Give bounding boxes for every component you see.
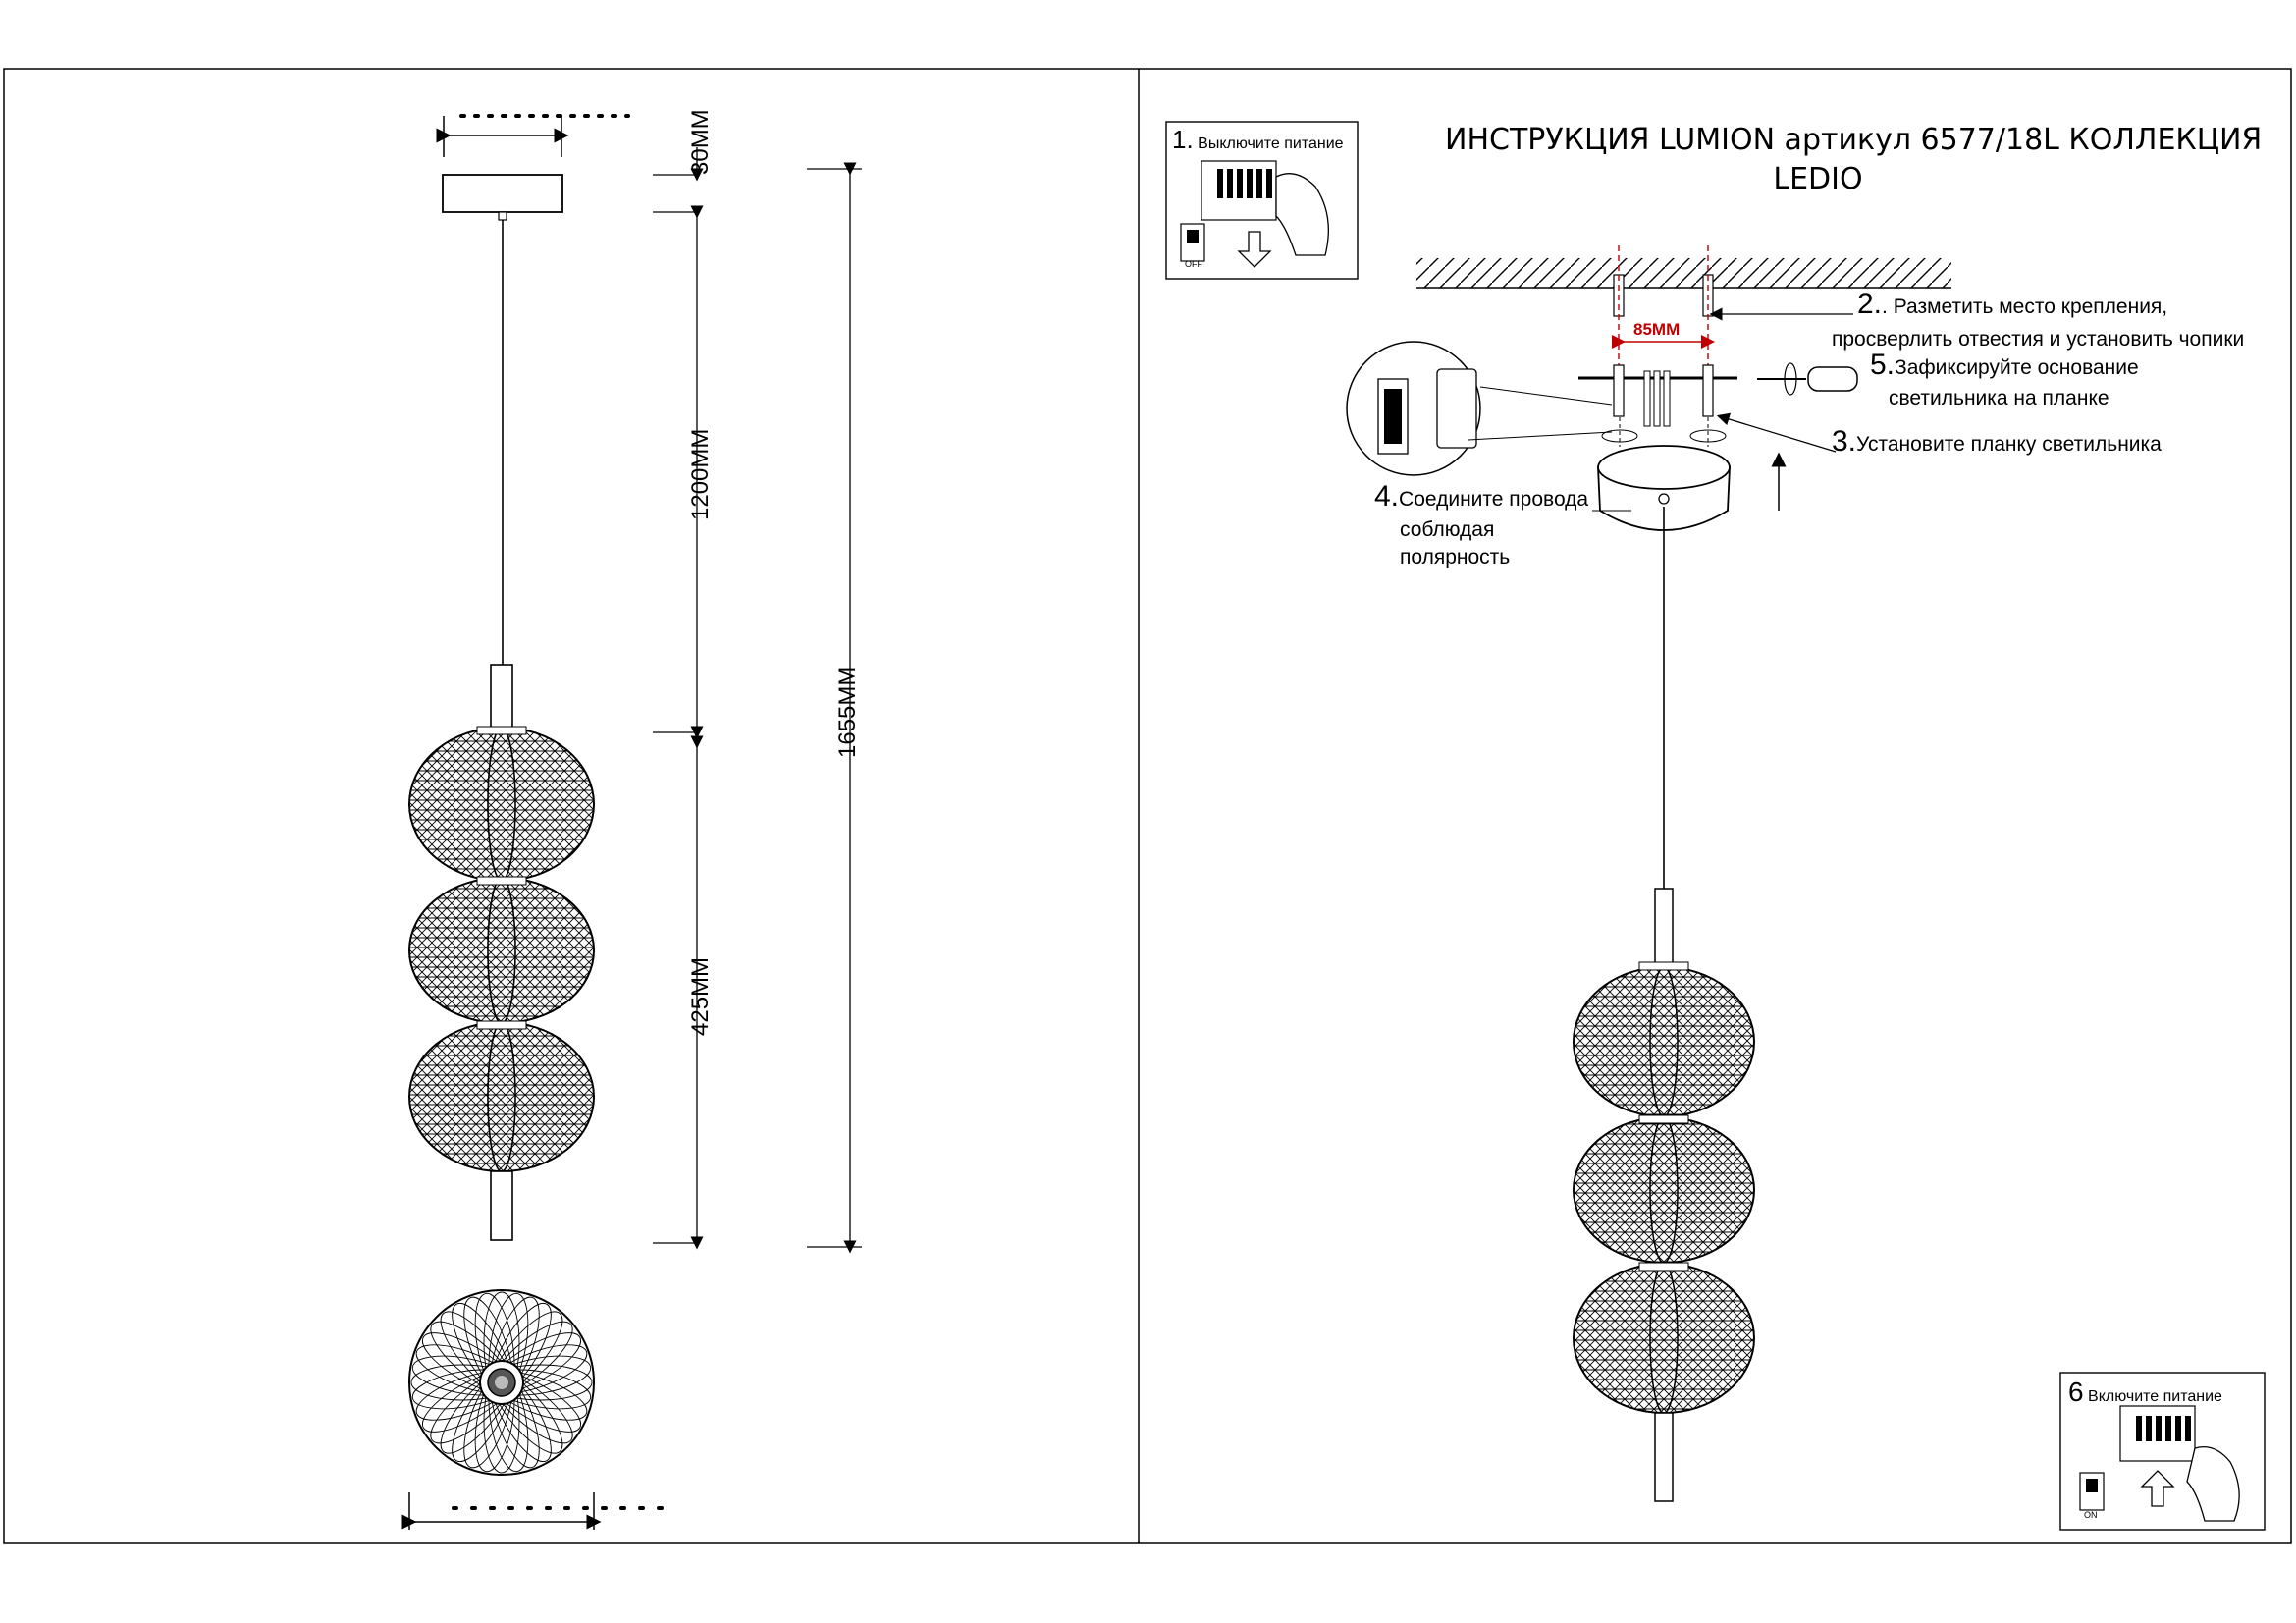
step6-switch-state: ON [2084, 1510, 2098, 1520]
step3-label: 3.Установите планку светильника [1832, 425, 2162, 459]
step3-number: 3. [1832, 425, 1857, 458]
canopy [442, 174, 563, 213]
mounting-bar [1578, 364, 1737, 447]
step1-text: Выключите питание [1198, 135, 1344, 152]
step5-number: 5. [1870, 349, 1896, 381]
step4-text-line3: полярность [1400, 546, 1511, 568]
step5-text-line1: Зафиксируйте основание [1895, 356, 2139, 379]
bottom-rod [490, 1170, 513, 1241]
step6-box [2059, 1372, 2266, 1531]
right-sphere-1 [1573, 961, 1755, 1117]
step4-text-line2: соблюдая [1400, 518, 1495, 541]
step1-number: 1. [1172, 125, 1194, 154]
top-rod [490, 664, 513, 730]
dimension-body-height: 425MM [687, 956, 714, 1036]
step2-text-line1: . Разметить место крепления, [1882, 296, 2168, 318]
step5-label: 5.Зафиксируйте основание [1870, 349, 2139, 382]
dimension-cable-length: 1200MM [687, 428, 714, 520]
step2-text-line2: просверлить отвестия и установить чопики [1832, 328, 2245, 351]
step6-label: 6 Включите питание [2068, 1377, 2222, 1408]
canopy-width-marker [436, 114, 630, 157]
step1-box [1165, 121, 1359, 280]
sphere-2 [408, 876, 595, 1024]
sphere-3 [408, 1020, 595, 1172]
document-title-line2: LEDIO [1773, 162, 1863, 196]
dimension-mount-spacing: 85MM [1633, 320, 1681, 339]
installation-drawing [1165, 121, 2266, 1531]
step3-text: Установите планку светильника [1856, 433, 2162, 456]
bottom-view [408, 1289, 595, 1476]
step2-label: 2.. Разметить место крепления, [1857, 288, 2168, 321]
step5-text-line2: светильника на планке [1889, 387, 2109, 409]
step6-text: Включите питание [2088, 1388, 2222, 1405]
sphere-1 [408, 726, 595, 882]
step4-number: 4. [1374, 480, 1400, 513]
step2-number: 2. [1857, 288, 1883, 320]
step1-label: 1. Выключите питание [1172, 125, 1344, 155]
bottom-width-marker [401, 1492, 669, 1530]
dimension-drawing [401, 114, 862, 1530]
dimension-total-height: 1655MM [834, 666, 861, 758]
document-title-line1: ИНСТРУКЦИЯ LUMION артикул 6577/18L КОЛЛЕ… [1445, 123, 2263, 157]
dowels [1612, 245, 1715, 383]
right-sphere-3 [1573, 1262, 1755, 1414]
dimension-lines [653, 147, 862, 1254]
screwdriver [1757, 362, 1858, 396]
step6-number: 6 [2068, 1377, 2084, 1407]
page-frame [3, 68, 2292, 1544]
ceiling [1416, 258, 1951, 289]
step4-label: 4.Соедините провода [1374, 480, 1589, 514]
dimension-canopy-height: 30MM [687, 109, 714, 175]
wiring-detail [1346, 341, 1613, 476]
step1-switch-state: OFF [1185, 259, 1202, 269]
canopy-installed [1597, 445, 1731, 531]
step4-text-line1: Соедините провода [1399, 488, 1589, 511]
right-sphere-2 [1573, 1114, 1755, 1264]
leader-lines [1592, 307, 1853, 512]
